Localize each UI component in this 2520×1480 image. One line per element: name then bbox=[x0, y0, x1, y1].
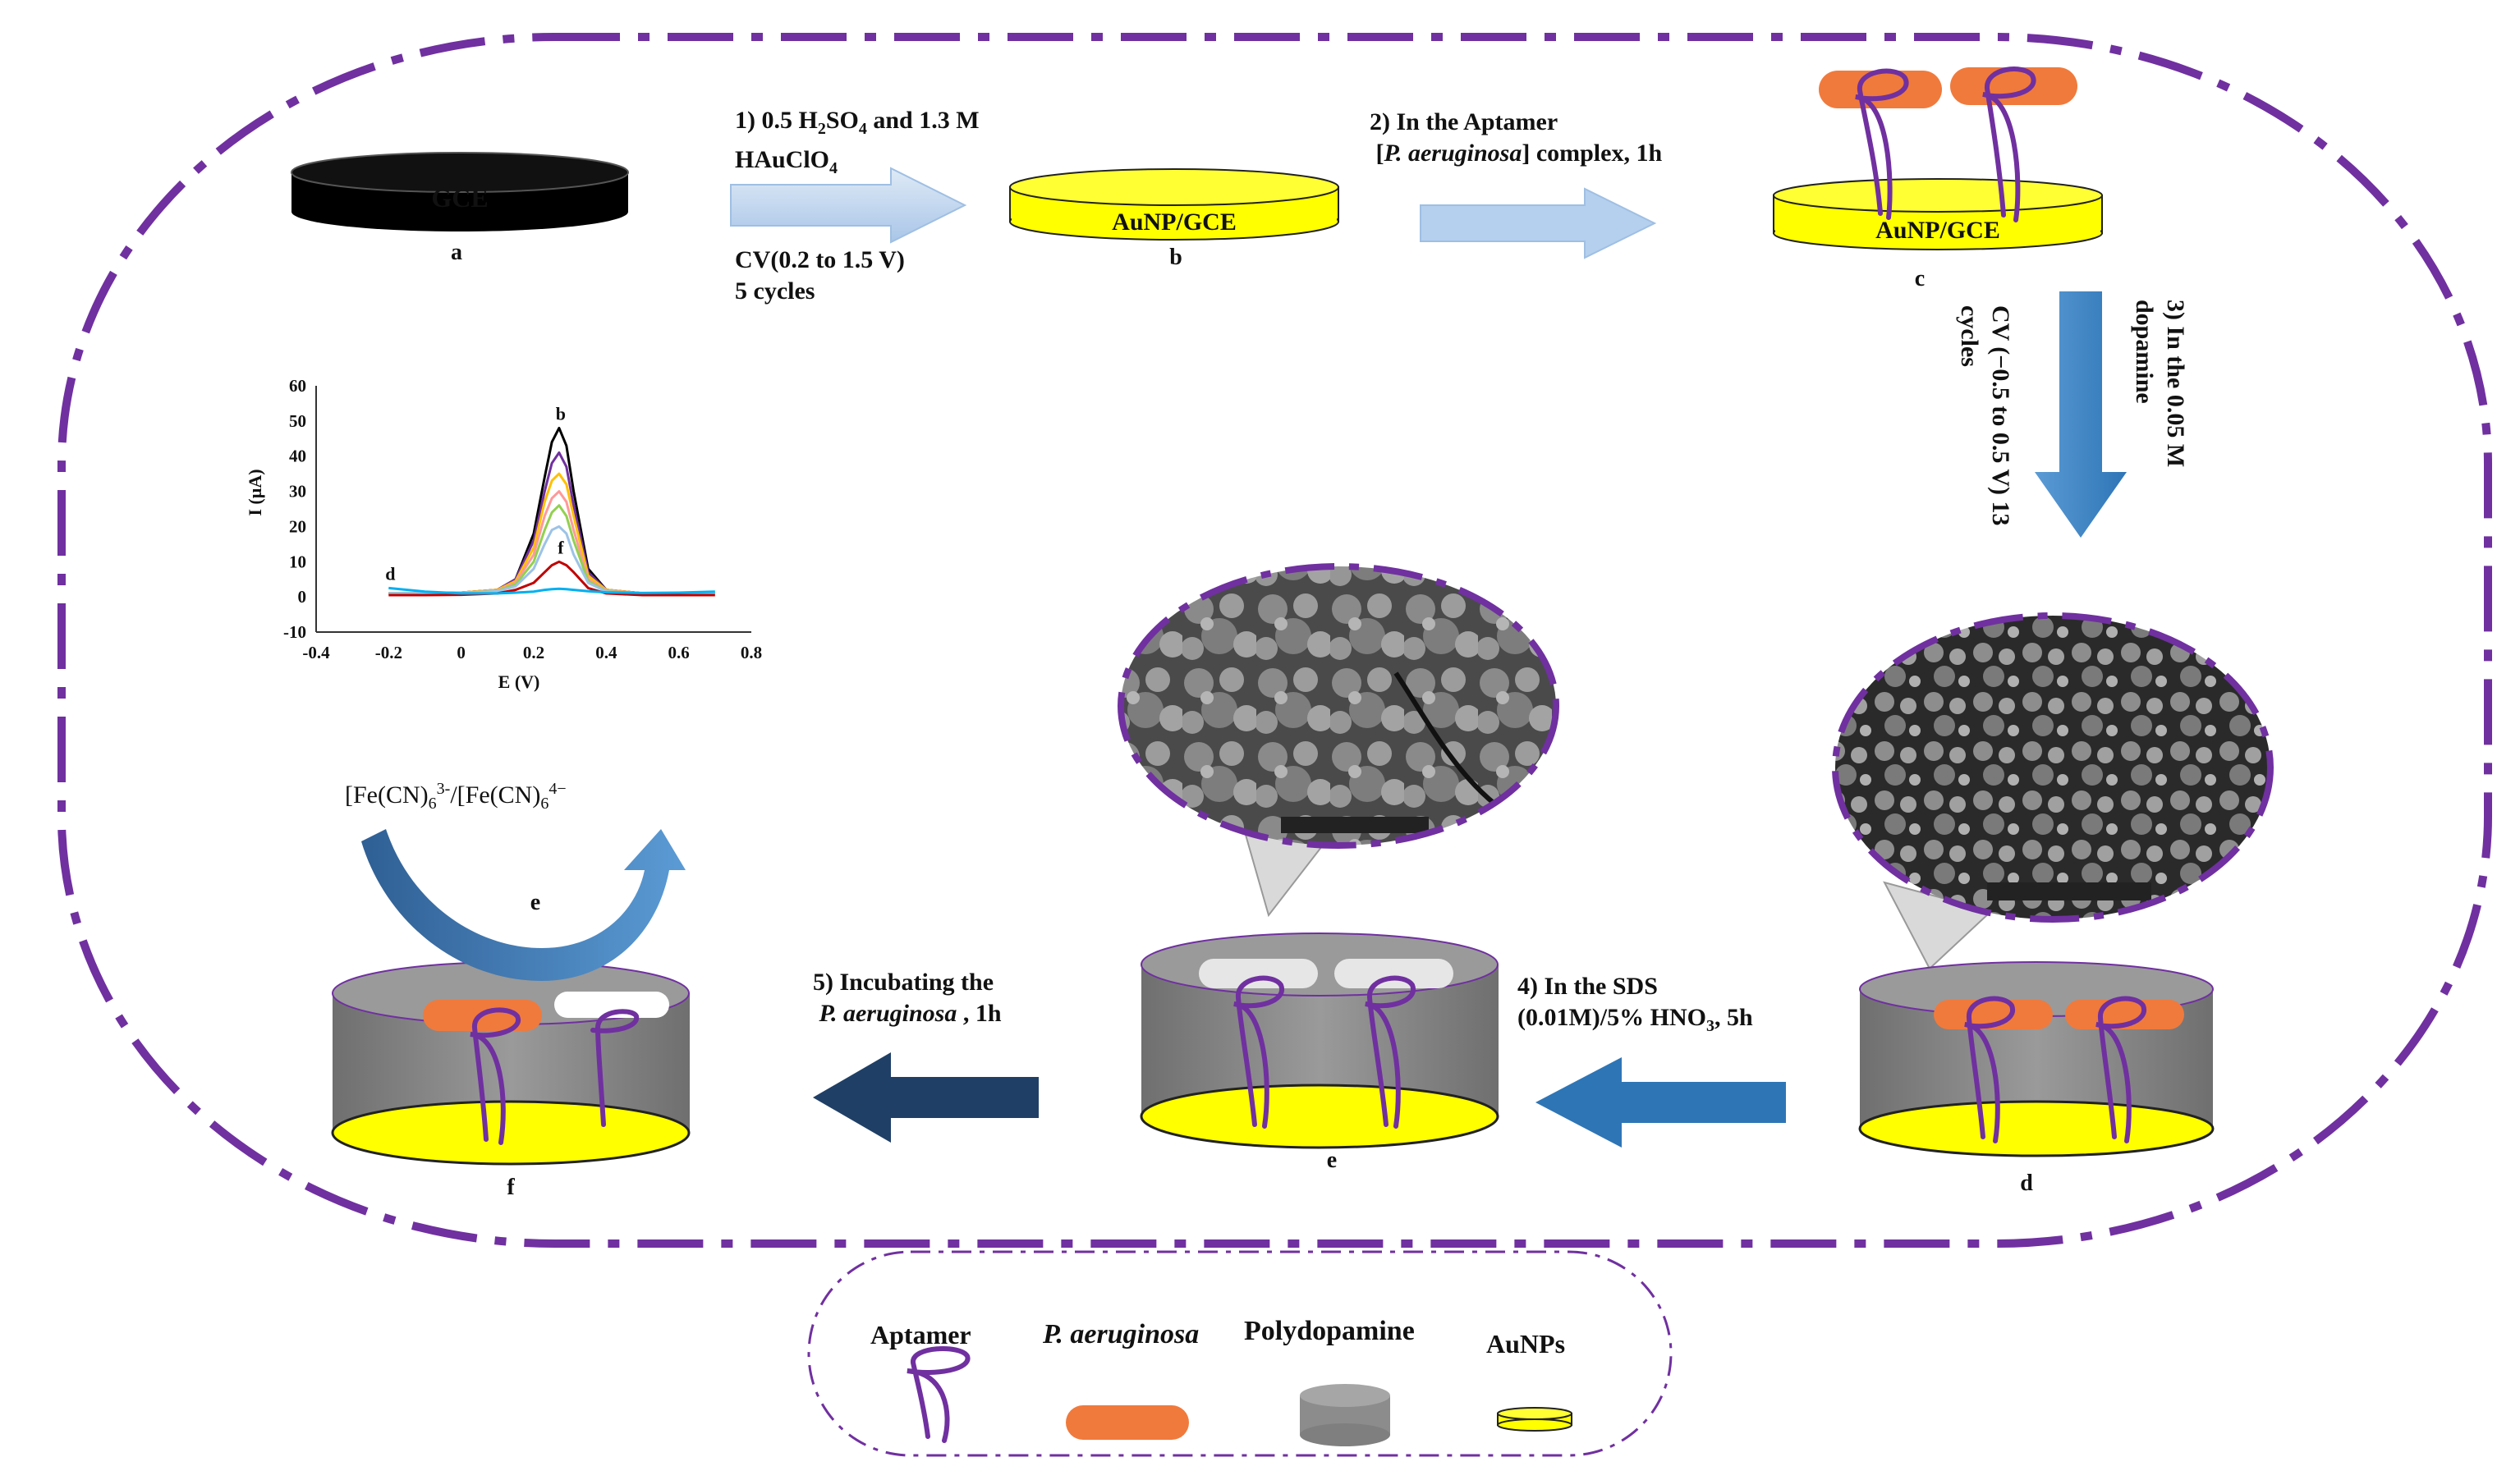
chart-y-tick-label: 0 bbox=[298, 587, 307, 607]
label-c: c bbox=[1915, 266, 1925, 291]
outer-boundary bbox=[57, 33, 2492, 1248]
chart-x-axis-label: E (V) bbox=[498, 671, 540, 692]
legend-p-aeruginosa-label: P. aeruginosa bbox=[1043, 1319, 1200, 1349]
bare-gce-electrode-icon bbox=[291, 152, 629, 231]
step5-conditions: 5) Incubating the P. aeruginosa , 1h bbox=[813, 969, 1002, 1027]
step1-conditions: 1) 0.5 H2SO4 and 1.3 M HAuClO4 bbox=[735, 107, 980, 177]
label-e: e bbox=[1327, 1148, 1337, 1173]
step2-conditions: 2) In the Aptamer [P. aeruginosa] comple… bbox=[1370, 108, 1663, 167]
legend-box bbox=[807, 1250, 1673, 1457]
p-aeruginosa-icon bbox=[1819, 67, 2077, 108]
chart-x-tick-label: 0 bbox=[457, 643, 466, 662]
process-arrow-icon bbox=[2035, 291, 2127, 538]
vacant-imprint-site bbox=[554, 992, 669, 1018]
cv-chart: 60 50 40 30 20 10 0 -10 -0.4 -0.2 0 0.2 0.4 0.6 0.8 b… bbox=[245, 376, 762, 692]
aunps-icon bbox=[1497, 1407, 1572, 1432]
step1-cv: CV(0.2 to 1.5 V) 5 cycles bbox=[735, 246, 905, 305]
chart-series-line bbox=[388, 490, 715, 595]
sem-image-icon bbox=[1832, 612, 2274, 970]
chart-x-tick-label: 0.8 bbox=[741, 643, 762, 662]
process-arrow-icon bbox=[1420, 187, 1657, 259]
aunp-gce-label-b: AuNP/GCE bbox=[1112, 208, 1237, 236]
aptamer-icon bbox=[1964, 996, 2147, 1143]
chart-series-label: b bbox=[556, 403, 566, 424]
chart-x-tick-label: 0.4 bbox=[595, 643, 617, 662]
step3-cv: CV (−0.5 to 0.5 V) 13 cycles bbox=[1956, 305, 2014, 526]
process-arrow-icon bbox=[730, 167, 967, 244]
chart-series-label: f bbox=[558, 537, 564, 557]
p-aeruginosa-icon bbox=[1066, 1405, 1189, 1440]
chart-y-tick-label: 40 bbox=[289, 447, 306, 466]
aunp-gce-electrode-icon bbox=[1773, 178, 2103, 250]
legend-aptamer-label: Aptamer bbox=[870, 1320, 971, 1349]
chart-y-tick-label: 60 bbox=[289, 376, 306, 396]
label-e-redox: e bbox=[530, 890, 540, 915]
legend-polydopamine-label: Polydopamine bbox=[1244, 1316, 1415, 1346]
polydopamine-icon bbox=[1300, 1384, 1390, 1446]
process-arrow-icon bbox=[1535, 1057, 1786, 1148]
chart-x-tick-label: 0.2 bbox=[523, 643, 544, 662]
chart-y-tick-label: 50 bbox=[289, 411, 306, 431]
polydopamine-icon bbox=[1858, 961, 2215, 1157]
step3-conditions: 3) In the 0.05 M dopamine bbox=[2131, 300, 2189, 468]
chart-x-tick-label: -0.2 bbox=[375, 643, 402, 662]
chart-y-tick-label: 30 bbox=[289, 482, 306, 502]
chart-series-line bbox=[388, 525, 715, 595]
chart-series-line bbox=[388, 426, 715, 595]
gce-label: GCE bbox=[431, 183, 488, 213]
chart-y-tick-label: -10 bbox=[283, 622, 306, 642]
aptamer-icon bbox=[1233, 975, 1416, 1129]
chart-series-label: d bbox=[385, 563, 395, 584]
label-b: b bbox=[1169, 245, 1182, 270]
step4-conditions: 4) In the SDS (0.01M)/5% HNO3, 5h bbox=[1517, 973, 1753, 1035]
sem-image-icon bbox=[1118, 563, 1559, 918]
aptamer-icon bbox=[1855, 66, 2036, 222]
polydopamine-icon bbox=[1140, 932, 1499, 1149]
redox-curved-arrow-icon bbox=[361, 829, 686, 981]
aunp-gce-label-c: AuNP/GCE bbox=[1875, 217, 2000, 244]
p-aeruginosa-icon bbox=[1934, 1000, 2184, 1029]
chart-series-line bbox=[388, 451, 715, 595]
aunp-gce-electrode-icon bbox=[1009, 168, 1339, 241]
chart-series-line bbox=[388, 586, 715, 595]
aptamer-icon bbox=[470, 1007, 640, 1145]
aptamer-icon bbox=[907, 1346, 971, 1443]
chart-x-tick-label: -0.4 bbox=[302, 643, 330, 662]
label-a: a bbox=[451, 240, 462, 265]
chart-series-line bbox=[388, 504, 715, 595]
chart-y-tick-label: 10 bbox=[289, 552, 306, 571]
chart-series-line bbox=[388, 472, 715, 595]
chart-y-tick-label: 20 bbox=[289, 516, 306, 536]
legend-aunps-label: AuNPs bbox=[1486, 1329, 1566, 1359]
label-f: f bbox=[507, 1175, 515, 1200]
redox-probe-label: [Fe(CN)63-/[Fe(CN)64− bbox=[345, 780, 567, 813]
process-arrow-icon bbox=[813, 1052, 1039, 1143]
chart-y-axis-label: I (µA) bbox=[245, 469, 265, 515]
chart-x-tick-label: 0.6 bbox=[668, 643, 690, 662]
label-d: d bbox=[2020, 1171, 2033, 1196]
